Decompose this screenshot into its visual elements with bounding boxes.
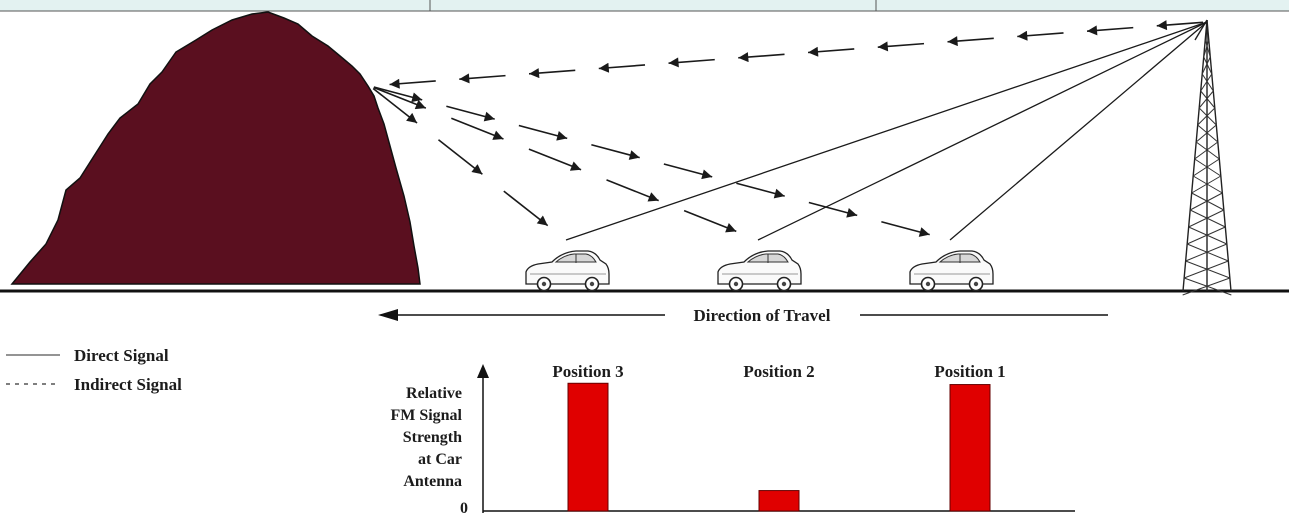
bar-position-3 xyxy=(567,382,609,512)
indirect-signal-arrow xyxy=(736,182,785,199)
tower-brace xyxy=(1204,39,1211,58)
legend-indirect-label: Indirect Signal xyxy=(74,375,182,394)
indirect-signal-arrow xyxy=(738,52,785,63)
transmitter-tower-icon xyxy=(1182,19,1232,292)
direct-signal-line xyxy=(949,21,1208,241)
tower-brace xyxy=(1201,56,1211,75)
mountain-shape xyxy=(10,11,421,285)
tower-brace xyxy=(1183,277,1232,296)
indirect-signal-arrow xyxy=(683,209,737,233)
tower-brace xyxy=(1185,243,1228,262)
y-axis-arrow-icon xyxy=(477,364,489,378)
cars-group xyxy=(525,250,994,292)
tower-brace xyxy=(1191,192,1225,211)
tower-brace xyxy=(1198,107,1217,126)
tower-brace xyxy=(1186,243,1229,262)
indirect-signal-arrow xyxy=(598,62,646,73)
tower-brace xyxy=(1197,124,1219,143)
y-label-line: at Car xyxy=(418,451,462,468)
tower-brace xyxy=(1191,175,1222,194)
y-label-line: Antenna xyxy=(403,473,462,490)
indirect-signal-arrow xyxy=(373,86,423,103)
tower-brace xyxy=(1183,260,1229,279)
tower-brace xyxy=(1200,90,1216,109)
indirect-signal-arrow xyxy=(591,144,640,160)
position-label: Position 3 xyxy=(552,362,623,381)
bar-position-2 xyxy=(758,490,800,512)
car-icon xyxy=(909,250,994,292)
indirect-signal-arrow xyxy=(1086,25,1134,36)
direct-signal-line xyxy=(565,21,1208,241)
chart-bars: Position 3 Position 2 Position 1 xyxy=(552,362,1006,512)
direction-label: Direction of Travel xyxy=(694,306,831,325)
tower-brace xyxy=(1188,226,1228,245)
legend: Direct Signal Indirect Signal xyxy=(6,346,182,394)
tower-brace xyxy=(1198,90,1214,109)
indirect-signal-arrow xyxy=(389,78,436,89)
indirect-signal-arrow xyxy=(663,163,713,180)
tower-brace xyxy=(1200,73,1213,92)
indirect-signal-arrow xyxy=(808,201,858,218)
tower-brace xyxy=(1194,158,1222,177)
position-label: Position 2 xyxy=(743,362,814,381)
indirect-signal-arrow xyxy=(606,179,659,202)
car-icon xyxy=(525,250,610,292)
header-band xyxy=(0,0,1289,12)
position-label: Position 1 xyxy=(934,362,1005,381)
indirect-signal-arrow xyxy=(437,139,483,175)
legend-direct-label: Direct Signal xyxy=(74,346,169,365)
tower-brace xyxy=(1192,175,1223,194)
indirect-signal-arrow xyxy=(459,73,506,84)
tower-brace xyxy=(1185,260,1231,279)
tower-brace xyxy=(1197,107,1216,126)
tower-brace xyxy=(1195,124,1217,143)
indirect-signal-arrow xyxy=(947,36,994,47)
indirect-signal-arrow xyxy=(1156,20,1204,31)
indirect-signal-arrow xyxy=(372,87,418,124)
indirect-signal-arrow xyxy=(528,148,582,171)
tower-brace xyxy=(1188,209,1225,228)
y-label-line: Strength xyxy=(403,429,462,446)
indirect-signal-arrow xyxy=(881,221,930,237)
indirect-signal-arrow xyxy=(807,46,855,57)
tower-brace xyxy=(1201,73,1214,92)
indirect-signal-arrow xyxy=(877,41,925,52)
indirect-signal-arrow xyxy=(446,105,495,122)
direct-signal-line xyxy=(757,21,1208,241)
indirect-signal-arrow xyxy=(668,57,715,68)
y-label-line: Relative xyxy=(406,385,462,402)
indirect-signal-arrow xyxy=(528,68,576,79)
y-label-line: FM Signal xyxy=(390,407,462,424)
indirect-signal-arrow xyxy=(373,86,427,110)
tower-bracing xyxy=(1182,39,1232,296)
tower-brace xyxy=(1189,192,1223,211)
direction-of-travel: Direction of Travel xyxy=(378,306,1108,325)
tower-brace xyxy=(1192,158,1220,177)
tower-brace xyxy=(1186,226,1226,245)
bar-position-1 xyxy=(949,384,991,512)
indirect-signal-arrow xyxy=(451,117,504,140)
tower-brace xyxy=(1203,39,1210,58)
indirect-signal-arrow xyxy=(1017,30,1064,41)
tower-brace xyxy=(1194,141,1219,160)
tower-brace xyxy=(1189,209,1226,228)
car-icon xyxy=(717,250,802,292)
chart-y-zero-label: 0 xyxy=(460,500,468,513)
indirect-signal-arrow xyxy=(503,190,549,227)
tower-brace xyxy=(1182,277,1231,296)
tower-brace xyxy=(1203,56,1213,75)
indirect-signal-arrow xyxy=(518,124,568,141)
signal-paths xyxy=(372,20,1208,241)
tower-brace xyxy=(1195,141,1220,160)
